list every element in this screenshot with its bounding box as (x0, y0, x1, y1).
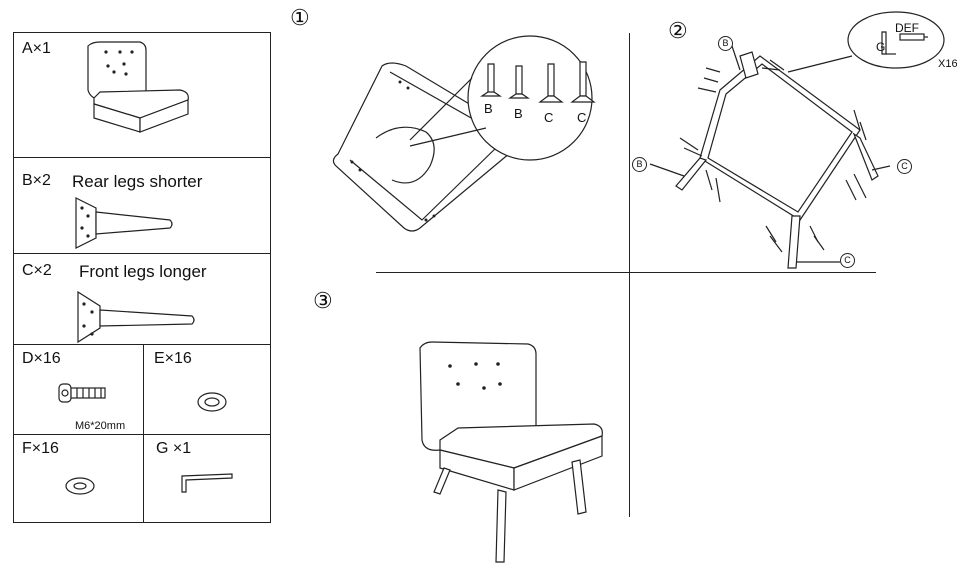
part-a-code: A×1 (22, 40, 51, 57)
part-b-desc: Rear legs shorter (72, 172, 203, 191)
parts-table (13, 32, 271, 523)
step-1-leg-c2: C (577, 110, 587, 125)
chair-body-drawing (87, 41, 189, 133)
part-b-code: B×2 (22, 172, 51, 189)
step-3-number: ③ (313, 288, 333, 313)
label-b-left: B (632, 157, 647, 172)
spring-washer-drawing (197, 392, 227, 412)
step-divider-vertical (629, 33, 630, 517)
label-c-right: C (897, 159, 912, 174)
part-e-code: E×16 (154, 350, 192, 367)
step-2-number: ② (668, 18, 688, 43)
step-1-leg-c1: C (544, 110, 554, 125)
part-d-code: D×16 (22, 350, 61, 367)
part-g-code: G ×1 (156, 440, 192, 457)
step-1-leg-b1: B (484, 101, 493, 116)
step-1-leg-b2: B (514, 106, 523, 121)
divider (13, 157, 271, 158)
step-2-drawing (649, 45, 891, 269)
callout-def-label: DEF (895, 21, 919, 35)
front-leg-drawing (77, 290, 195, 344)
label-b-top: B (718, 36, 733, 51)
step-1-drawing (332, 35, 596, 232)
divider (13, 434, 271, 435)
divider (13, 344, 271, 345)
hardware-callout (847, 11, 945, 69)
rear-leg-drawing (75, 197, 173, 249)
step-3-drawing (419, 341, 603, 563)
step-divider-horizontal (376, 272, 876, 273)
step-1-number: ① (290, 5, 310, 30)
label-c-bottom: C (840, 253, 855, 268)
part-c-code: C×2 (22, 262, 52, 279)
divider (13, 253, 271, 254)
allen-key-drawing (181, 473, 233, 493)
part-c-desc: Front legs longer (79, 262, 207, 281)
callout-g-label: G (876, 40, 886, 54)
part-f-code: F×16 (22, 440, 59, 457)
part-d-spec: M6*20mm (75, 420, 126, 432)
bolt-drawing (58, 383, 106, 403)
callout-qty-label: X16 (938, 58, 957, 70)
divider (143, 344, 144, 523)
flat-washer-drawing (65, 477, 95, 495)
